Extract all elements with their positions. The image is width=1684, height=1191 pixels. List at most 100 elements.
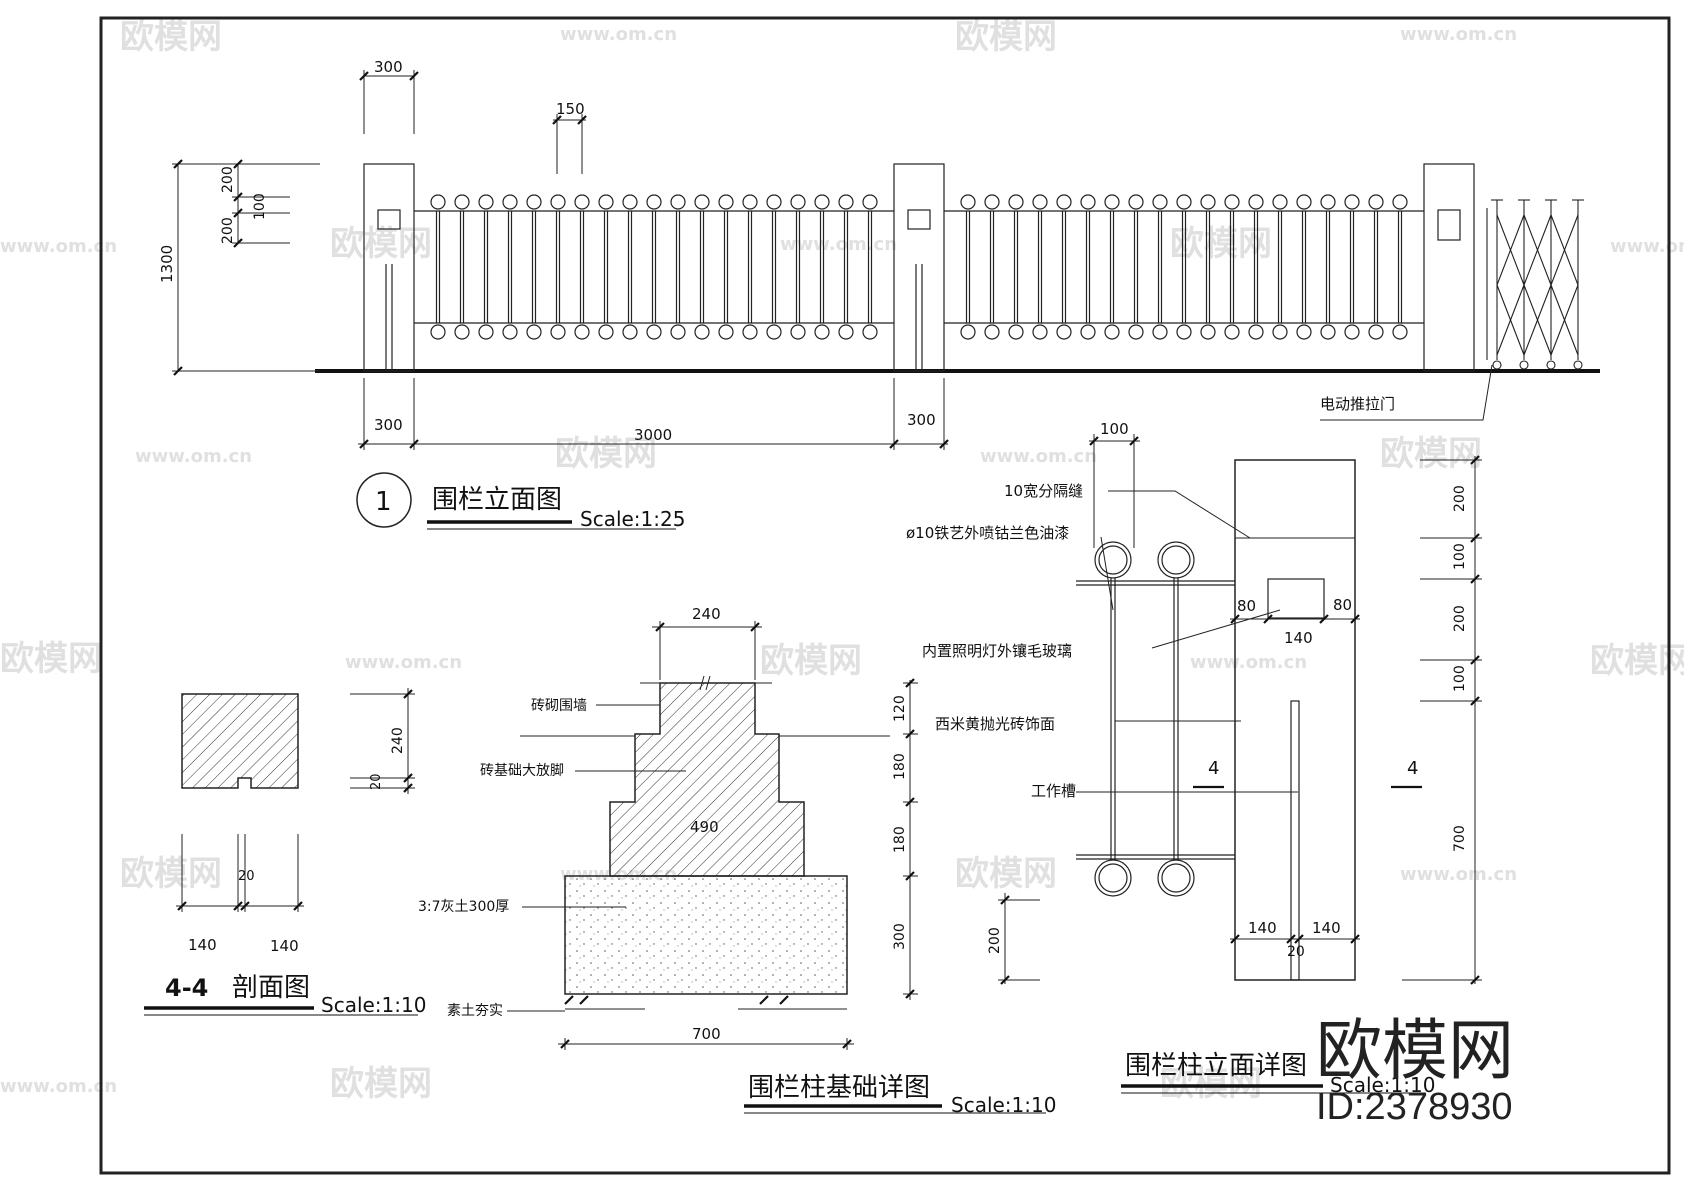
- elevation-ticks: [173, 71, 949, 449]
- fence-ring-top: [598, 194, 614, 210]
- fence-ring-bottom: [694, 324, 710, 340]
- label-work-slot: 工作槽: [1031, 782, 1076, 800]
- fence-ring-bottom: [526, 324, 542, 340]
- fence-ring-bottom: [1008, 324, 1024, 340]
- fence-ring-top: [1128, 194, 1144, 210]
- gate-scissor: [1523, 284, 1552, 356]
- fence-ring-top: [984, 194, 1000, 210]
- watermark-text: www.om.cn: [0, 1076, 117, 1097]
- fence-ring-bottom: [574, 324, 590, 340]
- foundation-detail: 砖砌围墙 砖基础大放脚 3:7灰土300厚 素土夯实 240 490 700 1…: [418, 605, 1056, 1117]
- section-hatch: [181, 693, 299, 789]
- fence-ring-bottom: [742, 324, 758, 340]
- dim-h180b: 180: [892, 826, 908, 853]
- fence-ring-top: [1248, 194, 1264, 210]
- lime-soil-layer: [564, 875, 848, 995]
- gate-wheel: [1546, 360, 1556, 370]
- watermark-text: 欧模网: [1380, 434, 1482, 474]
- fence-ring-top: [694, 194, 710, 210]
- fence-ring-top: [1368, 194, 1384, 210]
- fence-ring-top: [766, 194, 782, 210]
- light-box: [1267, 578, 1325, 619]
- dim-w80b: 80: [1333, 596, 1352, 614]
- watermark-text: 欧模网: [330, 1064, 432, 1104]
- dim-pier-mid: 300: [907, 411, 936, 429]
- watermark-text: www.om.cn: [345, 652, 462, 673]
- fence-ring-top: [1200, 194, 1216, 210]
- fence-ring-bottom: [1392, 324, 1408, 340]
- dim-h20: 20: [369, 773, 384, 790]
- pier-left: [363, 163, 415, 372]
- dim-h200c: 200: [987, 927, 1003, 954]
- sliding-gate: [1486, 199, 1584, 370]
- brand-name: 欧模网: [1316, 1013, 1514, 1087]
- label-iron: ø10铁艺外喷钴兰色油漆: [906, 524, 1069, 542]
- gate-scissor: [1496, 284, 1525, 356]
- fence-ring-bottom: [430, 324, 446, 340]
- brand-block: 欧模网 ID:2378930: [1316, 1015, 1514, 1129]
- dim-w140b: 140: [1312, 919, 1341, 937]
- fence-ring-bottom: [598, 324, 614, 340]
- fence-ring-top: [1032, 194, 1048, 210]
- dim-w20: 20: [1287, 944, 1305, 960]
- fence-ring-top: [1152, 194, 1168, 210]
- gate-wheel: [1492, 360, 1502, 370]
- section-mark-a: 4: [1208, 758, 1219, 779]
- dim-h300: 300: [892, 923, 908, 950]
- fence-ring-top: [1056, 194, 1072, 210]
- fence-ring-top: [1104, 194, 1120, 210]
- fence-ring-bottom: [550, 324, 566, 340]
- watermark-text: 欧模网: [955, 17, 1057, 57]
- dim-w140a: 140: [1248, 919, 1277, 937]
- fence-ring-top: [1392, 194, 1408, 210]
- fence-ring-top: [790, 194, 806, 210]
- watermark-text: www.om.cn: [1190, 652, 1307, 673]
- pier-right: [1423, 163, 1475, 372]
- fence-ring-bottom: [1248, 324, 1264, 340]
- fence-elevation: 电动推拉门: [158, 58, 1600, 531]
- label-lime-soil: 3:7灰土300厚: [418, 899, 509, 915]
- fence-ring-top: [1272, 194, 1288, 210]
- fence-ring-bottom: [1032, 324, 1048, 340]
- label-brick-footing: 砖基础大放脚: [480, 762, 564, 779]
- fence-ring-bottom: [1320, 324, 1336, 340]
- foundation-title: 围栏柱基础详图: [748, 1073, 930, 1103]
- fence-ring-bottom: [1080, 324, 1096, 340]
- fence-ring-bottom: [790, 324, 806, 340]
- foundation-scale: Scale:1:10: [951, 1093, 1056, 1117]
- watermark-text: 欧模网: [1160, 1064, 1262, 1104]
- dim-w490: 490: [690, 818, 719, 836]
- fence-ring-bottom: [1296, 324, 1312, 340]
- section-subtitle: 剖面图: [232, 973, 310, 1003]
- label-tile: 西米黄抛光砖饰面: [935, 715, 1055, 733]
- fence-ring-bottom: [1344, 324, 1360, 340]
- fence-ring-bottom: [622, 324, 638, 340]
- dim-span: 3000: [634, 426, 672, 444]
- fence-ring-bottom: [478, 324, 494, 340]
- watermark-text: 欧模网: [955, 854, 1057, 894]
- fence-ring-top: [1176, 194, 1192, 210]
- dim-w80a: 80: [1237, 597, 1256, 615]
- watermark-text: 欧模网: [120, 17, 222, 57]
- dim-h180a: 180: [892, 753, 908, 780]
- work-slot: [1290, 700, 1300, 981]
- fence-ring-top: [430, 194, 446, 210]
- fence-ring-bottom: [670, 324, 686, 340]
- fence-ring-bottom: [502, 324, 518, 340]
- label-brick-wall: 砖砌围墙: [531, 698, 587, 714]
- dim-v200a: 200: [220, 166, 236, 193]
- fence-ring-bottom: [838, 324, 854, 340]
- watermark-text: www.om.cn: [1610, 236, 1684, 257]
- dim-h240: 240: [390, 727, 406, 754]
- elevation-title: 围栏立面图: [432, 485, 562, 515]
- fence-ring-top: [622, 194, 638, 210]
- fence-ring-bottom: [960, 324, 976, 340]
- section-mark-b: 4: [1407, 758, 1418, 779]
- fence-ring-bottom: [1224, 324, 1240, 340]
- elevation-scale: Scale:1:25: [580, 507, 685, 531]
- fence-panel-left: [414, 194, 894, 340]
- drawing-number: 1: [375, 487, 392, 517]
- section-4-4: 240 20 20 140 140 4-4 剖面图 Scale:1:10: [144, 688, 426, 1017]
- fence-ring-top: [1296, 194, 1312, 210]
